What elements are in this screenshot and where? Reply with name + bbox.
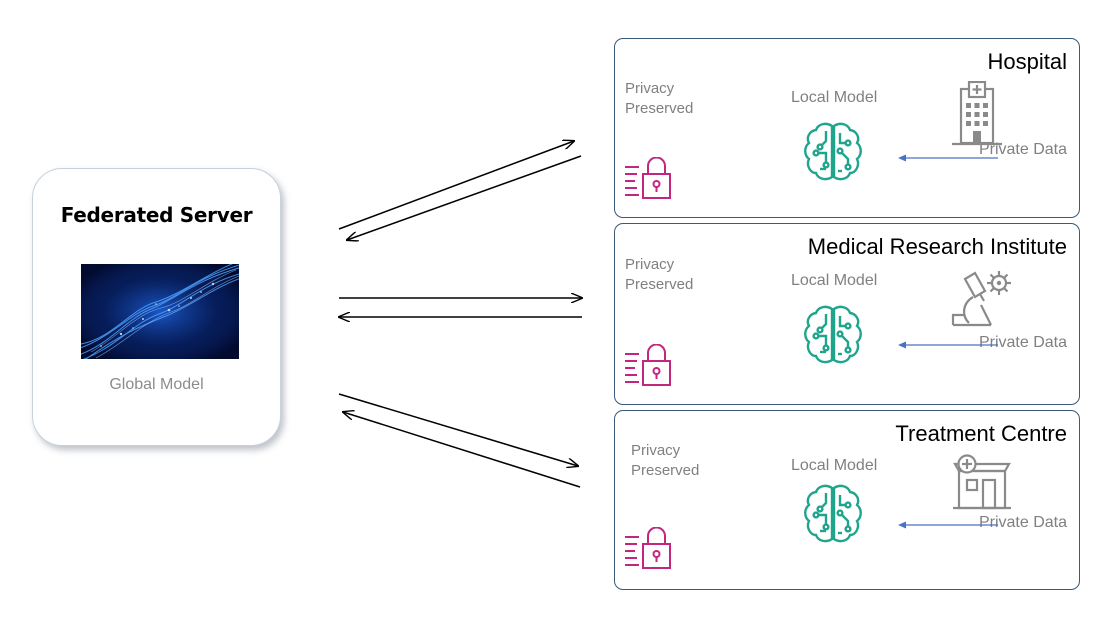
server-title: Federated Server bbox=[60, 203, 253, 227]
local-model-brain-icon bbox=[804, 484, 862, 543]
privacy-label: Privacy Preserved bbox=[625, 80, 694, 117]
private-data-label: Private Data bbox=[978, 514, 1067, 531]
node-title: Hospital bbox=[987, 49, 1067, 74]
local-model-label: Local Model bbox=[791, 272, 878, 289]
hospital-card: Hospital Privacy Preserved Local Model P… bbox=[614, 38, 1080, 218]
upload-arrow-hospital bbox=[338, 141, 574, 230]
private-data-arrow bbox=[898, 337, 998, 355]
microscope-virus-icon bbox=[951, 271, 1011, 327]
privacy-label: Privacy Preserved bbox=[625, 256, 694, 293]
privacy-lock-icon bbox=[625, 527, 671, 569]
clinic-building-icon bbox=[953, 454, 1011, 510]
dna-helix-image bbox=[81, 264, 239, 359]
local-model-brain-icon bbox=[804, 305, 862, 364]
private-data-arrow bbox=[898, 150, 998, 168]
treatment-centre-card: Treatment Centre Privacy Preserved Local… bbox=[614, 410, 1080, 590]
privacy-lock-icon bbox=[625, 344, 671, 386]
node-title: Medical Research Institute bbox=[807, 234, 1067, 259]
private-data-label: Private Data bbox=[978, 334, 1067, 351]
download-arrow-hospital bbox=[347, 155, 582, 240]
global-model-label: Global Model bbox=[109, 376, 204, 393]
download-arrow-treatment bbox=[343, 412, 581, 488]
node-title: Treatment Centre bbox=[895, 421, 1067, 446]
local-model-label: Local Model bbox=[791, 457, 878, 474]
privacy-label: Privacy Preserved bbox=[631, 442, 700, 479]
federated-server-card: Federated Server bbox=[32, 168, 281, 446]
research-institute-card: Medical Research Institute Privacy Prese… bbox=[614, 223, 1080, 405]
private-data-label: Private Data bbox=[978, 141, 1067, 158]
local-model-brain-icon bbox=[804, 122, 862, 181]
local-model-label: Local Model bbox=[791, 89, 878, 106]
privacy-lock-icon bbox=[625, 157, 671, 199]
upload-arrow-treatment bbox=[338, 393, 578, 466]
private-data-arrow bbox=[898, 517, 998, 535]
hospital-building-icon bbox=[952, 81, 1002, 146]
